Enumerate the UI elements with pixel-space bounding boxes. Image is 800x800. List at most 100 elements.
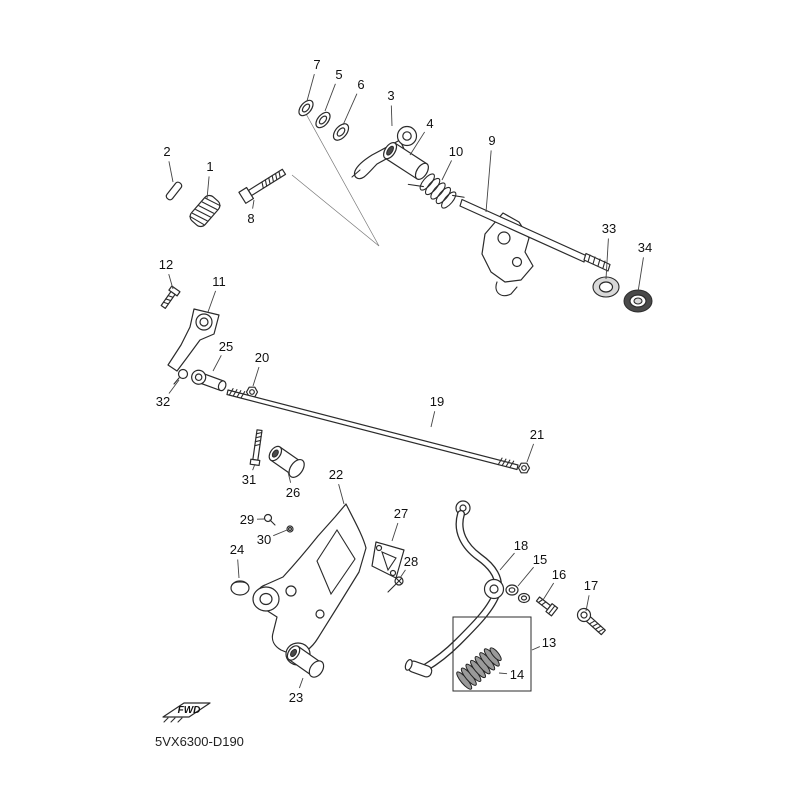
leader-line-18 <box>499 552 515 571</box>
leader-line-14 <box>498 672 508 675</box>
part-label-3: 3 <box>387 88 394 103</box>
leader-line-22 <box>338 484 345 505</box>
leader-line-5 <box>324 83 336 112</box>
part-label-24: 24 <box>230 542 244 557</box>
part-7-washer <box>298 99 314 117</box>
part-30-washer <box>286 525 294 533</box>
part-label-17: 17 <box>584 578 598 593</box>
part-13-box <box>452 616 532 692</box>
part-label-34: 34 <box>638 240 652 255</box>
part-4-collar <box>383 142 429 180</box>
part-19-rod <box>226 388 519 471</box>
leader-line-19 <box>430 411 436 428</box>
leader-line-27 <box>391 522 399 542</box>
leader-line-17 <box>585 595 590 612</box>
part-label-20: 20 <box>255 350 269 365</box>
part-1-spring <box>189 194 221 228</box>
leader-line-6 <box>342 93 358 126</box>
part-22-footrest-bracket <box>252 503 367 666</box>
leader-line-31 <box>252 463 256 471</box>
part-label-8: 8 <box>247 211 254 226</box>
leader-line-23 <box>298 677 304 689</box>
leader-line-30 <box>273 529 288 537</box>
part-27-plate <box>371 541 405 579</box>
part-28-screw <box>387 576 404 593</box>
part-label-15: 15 <box>533 552 547 567</box>
leader-line-24 <box>237 559 240 579</box>
part-label-25: 25 <box>219 339 233 354</box>
part-31-stud <box>249 429 263 467</box>
part-label-28: 28 <box>404 554 418 569</box>
part-label-2: 2 <box>163 144 170 159</box>
leader-line-25 <box>212 355 222 372</box>
leader-line-21 <box>526 443 535 463</box>
part-label-4: 4 <box>426 116 433 131</box>
part-label-10: 10 <box>449 144 463 159</box>
leader-line-16 <box>542 582 555 601</box>
leader-line-28 <box>399 569 406 579</box>
part-17-bolt <box>576 607 606 636</box>
leader-line-3 <box>390 105 393 127</box>
leader-line-2 <box>168 161 174 183</box>
leader-line-13 <box>531 646 541 651</box>
part-label-5: 5 <box>335 67 342 82</box>
part-24-cap <box>230 580 250 596</box>
part-label-14: 14 <box>510 667 524 682</box>
leader-line-8 <box>252 199 255 209</box>
part-33-bearing <box>592 276 620 298</box>
part-8-bolt <box>238 168 287 204</box>
leader-line-32 <box>168 379 180 394</box>
part-14-pedal-rubber <box>456 647 502 690</box>
part-15-washers <box>505 584 531 604</box>
part-29-bolt <box>263 513 276 526</box>
leader-line-12 <box>168 273 174 290</box>
part-34-seal <box>623 289 653 313</box>
part-label-16: 16 <box>552 567 566 582</box>
part-label-18: 18 <box>514 538 528 553</box>
part-21-nut <box>517 462 531 474</box>
part-10-spring <box>407 173 465 209</box>
leader-line-4 <box>409 131 426 156</box>
part-12-bolt <box>160 285 181 309</box>
part-23-collar <box>286 645 325 678</box>
leader-line-33 <box>605 238 609 280</box>
part-label-13: 13 <box>542 635 556 650</box>
part-label-7: 7 <box>313 57 320 72</box>
part-label-23: 23 <box>289 690 303 705</box>
part-labels: 1234567891011121314151617181920212223242… <box>156 57 652 705</box>
leader-line-9 <box>485 150 492 213</box>
part-label-6: 6 <box>357 77 364 92</box>
part-label-11: 11 <box>212 274 226 289</box>
fwd-label: FWD <box>178 705 201 716</box>
part-32-joint <box>173 368 189 385</box>
leader-line-1 <box>206 176 210 200</box>
leader-line-11 <box>207 290 217 313</box>
part-11-bracket <box>167 308 220 372</box>
part-26-collar <box>268 445 305 478</box>
part-25-rod-end <box>191 369 227 392</box>
part-label-9: 9 <box>488 133 495 148</box>
part-18-shift-pedal <box>404 500 505 678</box>
part-label-26: 26 <box>286 485 300 500</box>
leader-line-34 <box>637 257 644 293</box>
part-label-33: 33 <box>602 221 616 236</box>
part-label-32: 32 <box>156 394 170 409</box>
part-label-1: 1 <box>206 159 213 174</box>
part-label-22: 22 <box>329 467 343 482</box>
leader-line-10 <box>441 160 452 181</box>
part-6-washer <box>332 123 350 141</box>
part-label-29: 29 <box>240 512 254 527</box>
part-label-12: 12 <box>159 257 173 272</box>
part-label-31: 31 <box>242 472 256 487</box>
part-label-21: 21 <box>530 427 544 442</box>
part-label-27: 27 <box>394 506 408 521</box>
fwd-marker: FWD <box>162 702 211 723</box>
part-16-bolt <box>535 596 559 617</box>
assembly-guide-lines <box>291 111 380 247</box>
part-label-19: 19 <box>430 394 444 409</box>
leader-line-20 <box>252 366 260 387</box>
part-5-washer <box>315 111 331 129</box>
leader-line-7 <box>306 74 315 102</box>
